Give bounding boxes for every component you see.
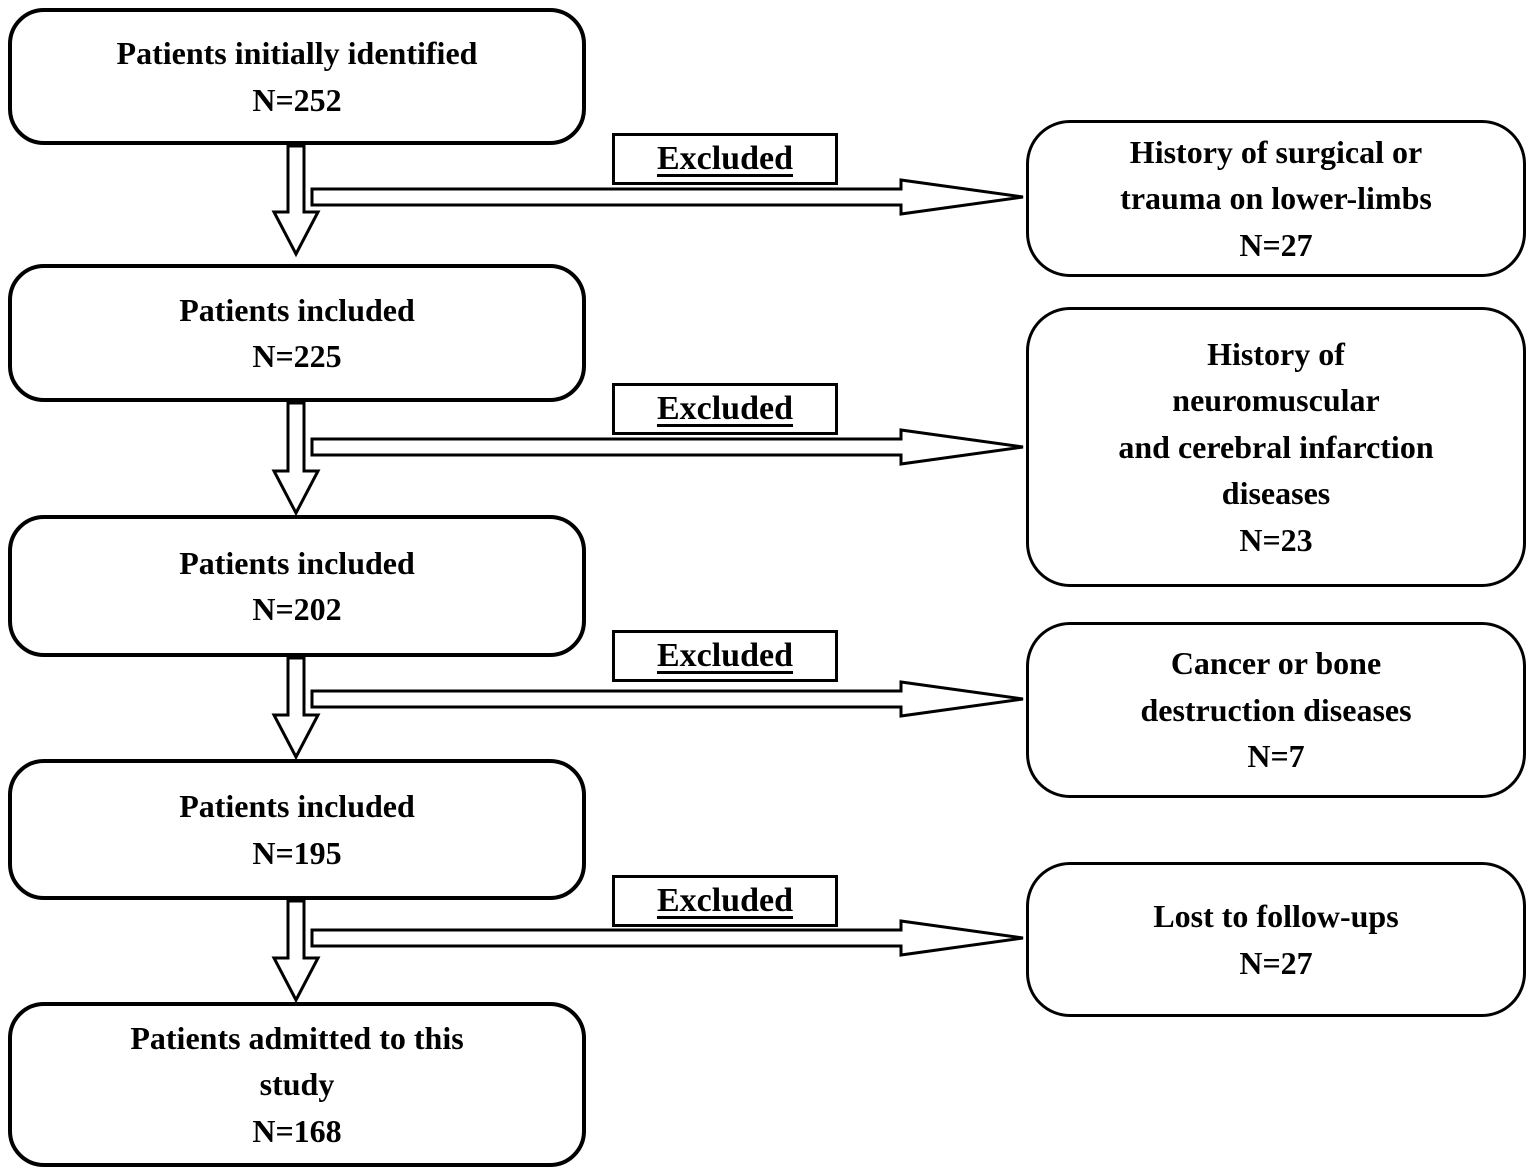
excluded-label-1: Excluded: [612, 133, 838, 185]
flow-box-patients-included-225: Patients included N=225: [8, 264, 586, 402]
flow-box-text-line: Patients included: [179, 291, 415, 328]
flow-box-text-line: trauma on lower-limbs: [1120, 180, 1432, 217]
flow-box-text-line: Patients initially identified: [116, 35, 478, 72]
flow-box-text-line: History of: [1207, 336, 1345, 373]
flow-box-patients-initially-identified: Patients initially identified N=252: [8, 8, 586, 145]
flow-box-text-line: Patients admitted to this: [130, 1019, 464, 1056]
flow-box-text-line: Patients included: [179, 788, 415, 825]
down-arrow-4-icon: [271, 899, 321, 1004]
excluded-label-3: Excluded: [612, 630, 838, 682]
flow-box-count: N=27: [1239, 226, 1313, 263]
down-arrow-3-icon: [271, 656, 321, 761]
flow-box-patients-admitted: Patients admitted to this study N=168: [8, 1002, 586, 1167]
flow-box-count: N=23: [1239, 521, 1313, 558]
flow-box-count: N=202: [252, 591, 342, 627]
flow-box-count: N=7: [1247, 738, 1305, 775]
flow-box-text-line: and cerebral infarction: [1118, 428, 1434, 465]
flow-box-count: N=168: [252, 1112, 342, 1149]
flow-box-count: N=225: [252, 338, 342, 374]
down-arrow-1-icon: [271, 144, 321, 258]
flow-box-text-line: Lost to follow-ups: [1153, 898, 1399, 935]
excluded-label-text: Excluded: [656, 390, 794, 427]
excluded-label-text: Excluded: [656, 637, 794, 674]
flow-box-patients-included-195: Patients included N=195: [8, 759, 586, 900]
excluded-label-4: Excluded: [612, 875, 838, 927]
flow-box-excluded-lost-followup: Lost to follow-ups N=27: [1026, 862, 1526, 1017]
flow-box-text-line: diseases: [1221, 475, 1331, 512]
flow-box-text-line: Patients included: [179, 544, 415, 581]
right-arrow-1-icon: [310, 178, 1024, 216]
down-arrow-2-icon: [271, 401, 321, 517]
flow-box-excluded-neuromuscular: History of neuromuscular and cerebral in…: [1026, 307, 1526, 587]
flow-box-text-line: Cancer or bone: [1170, 645, 1382, 682]
flow-box-text-line: History of surgical or: [1129, 133, 1423, 170]
excluded-label-text: Excluded: [656, 140, 794, 177]
flow-box-excluded-cancer-bone: Cancer or bone destruction diseases N=7: [1026, 622, 1526, 798]
excluded-label-2: Excluded: [612, 383, 838, 435]
right-arrow-2-icon: [310, 428, 1024, 466]
flow-box-text-line: neuromuscular: [1172, 382, 1380, 419]
flow-box-patients-included-202: Patients included N=202: [8, 515, 586, 657]
right-arrow-3-icon: [310, 680, 1024, 718]
flow-box-text-line: destruction diseases: [1140, 691, 1412, 728]
flow-box-excluded-surgical-trauma: History of surgical or trauma on lower-l…: [1026, 120, 1526, 277]
flow-box-count: N=27: [1239, 944, 1313, 981]
excluded-label-text: Excluded: [656, 882, 794, 919]
flow-box-count: N=252: [252, 81, 342, 118]
flow-box-text-line: study: [259, 1066, 335, 1103]
flow-box-count: N=195: [252, 834, 342, 871]
